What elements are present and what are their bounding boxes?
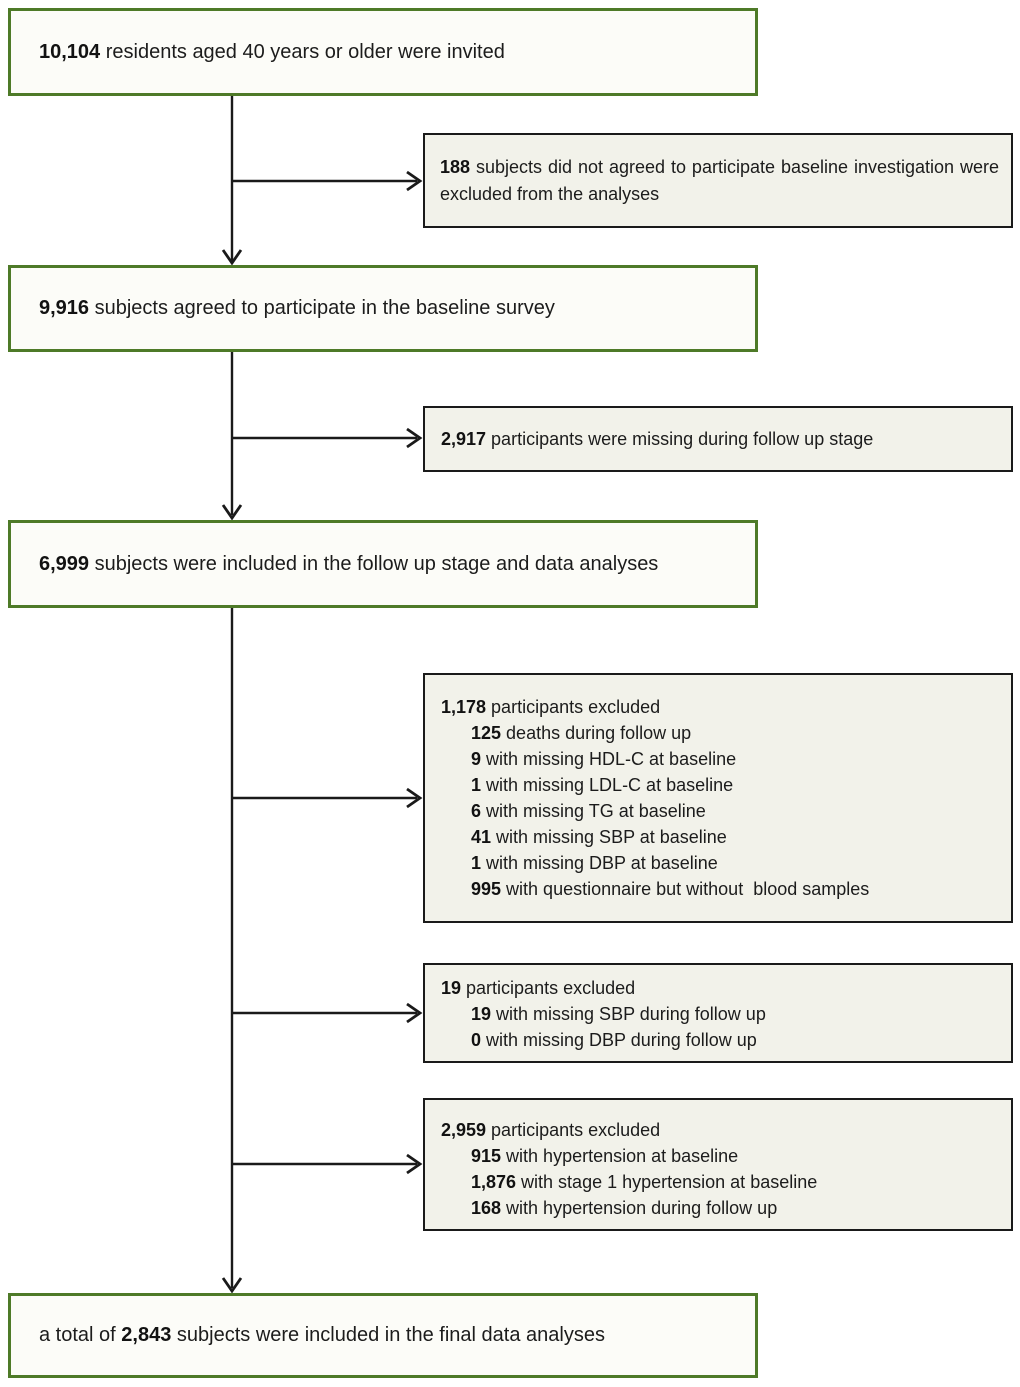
box-invited-text: 10,104 residents aged 40 years or older … bbox=[39, 40, 505, 63]
excluded-hypertension-item: 915 with hypertension at baseline bbox=[471, 1146, 739, 1166]
excluded-not-agreed-line: 188 subjects did not agreed to participa… bbox=[440, 157, 1005, 204]
excluded-baseline-item: 41 with missing SBP at baseline bbox=[471, 827, 727, 847]
invited-count: 10,104 bbox=[39, 40, 101, 63]
excluded-hypertension-item: 168 with hypertension during follow up bbox=[471, 1198, 778, 1218]
excluded-followup-bp-item: 0 with missing DBP during follow up bbox=[471, 1030, 757, 1050]
arrow-branch-not-agreed-head bbox=[406, 170, 423, 192]
excluded-baseline-item: 1 with missing DBP at baseline bbox=[471, 853, 718, 873]
excluded-followup-bp-header: 19 participants excluded bbox=[441, 978, 636, 998]
box-final-analyses: a total of 2,843 subjects were included … bbox=[8, 1293, 758, 1378]
arrow-branch-followup-missing-bp-head bbox=[406, 1002, 423, 1024]
box-final-analyses-text: a total of 2,843 subjects were included … bbox=[39, 1324, 605, 1346]
arrow-branch-hypertension-head bbox=[406, 1153, 423, 1175]
excluded-baseline-item: 9 with missing HDL-C at baseline bbox=[471, 749, 737, 769]
box-excluded-baseline-missing-data: 1,178 participants excluded 125 deaths d… bbox=[423, 673, 1013, 923]
box-baseline-participants: 9,916 subjects agreed to participate in … bbox=[8, 265, 758, 352]
box-invited: 10,104 residents aged 40 years or older … bbox=[8, 8, 758, 96]
excluded-baseline-header: 1,178 participants excluded bbox=[441, 697, 661, 717]
arrow-branch-missing-followup-head bbox=[406, 427, 423, 449]
box-baseline-participants-text: 9,916 subjects agreed to participate in … bbox=[39, 297, 555, 319]
excluded-not-agreed-count: 188 bbox=[440, 157, 471, 177]
box-excluded-followup-missing-bp: 19 participants excluded 19 with missing… bbox=[423, 963, 1013, 1063]
box-excluded-missing-followup: 2,917 participants were missing during f… bbox=[423, 406, 1013, 472]
excluded-baseline-item: 6 with missing TG at baseline bbox=[471, 801, 706, 821]
arrow-followup-to-final-head bbox=[221, 1277, 243, 1294]
excluded-baseline-item: 125 deaths during follow up bbox=[471, 723, 692, 743]
box-excluded-hypertension: 2,959 participants excluded 915 with hyp… bbox=[423, 1098, 1013, 1231]
arrow-invited-to-baseline-head bbox=[221, 249, 243, 266]
baseline-count: 9,916 bbox=[39, 297, 90, 319]
excluded-baseline-item: 995 with questionnaire but without blood… bbox=[471, 879, 870, 899]
final-count: 2,843 bbox=[121, 1324, 172, 1346]
box-excluded-not-agreed: 188 subjects did not agreed to participa… bbox=[423, 133, 1013, 228]
excluded-hypertension-header: 2,959 participants excluded bbox=[441, 1120, 661, 1140]
box-followup-included-text: 6,999 subjects were included in the foll… bbox=[39, 552, 659, 575]
excluded-missing-followup-line: 2,917 participants were missing during f… bbox=[441, 429, 874, 449]
excluded-baseline-item: 1 with missing LDL-C at baseline bbox=[471, 775, 734, 795]
excluded-missing-followup-count: 2,917 bbox=[441, 429, 487, 449]
arrow-branch-baseline-missing-data-head bbox=[406, 787, 423, 809]
followup-count: 6,999 bbox=[39, 552, 90, 575]
excluded-followup-bp-item: 19 with missing SBP during follow up bbox=[471, 1004, 766, 1024]
box-followup-included: 6,999 subjects were included in the foll… bbox=[8, 520, 758, 608]
arrow-baseline-to-followup-head bbox=[221, 504, 243, 521]
excluded-hypertension-item: 1,876 with stage 1 hypertension at basel… bbox=[471, 1172, 818, 1192]
